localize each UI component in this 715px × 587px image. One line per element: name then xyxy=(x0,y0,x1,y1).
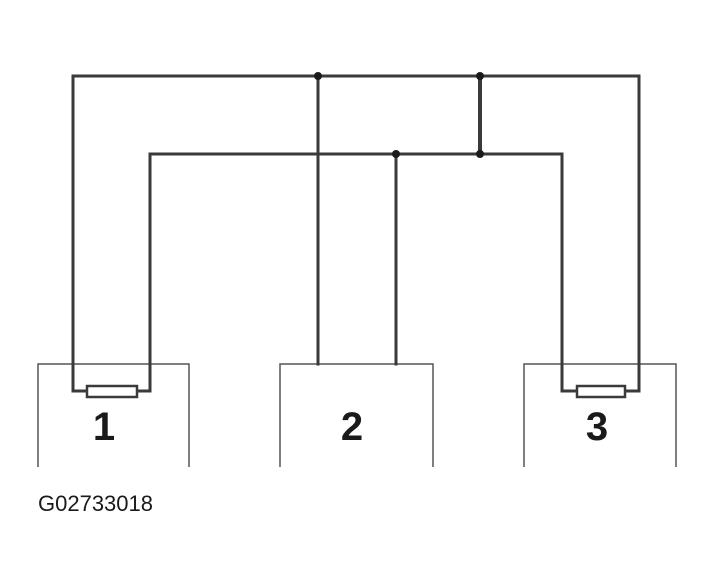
junction-dot-icon xyxy=(392,150,400,158)
inner-circuit-wire xyxy=(135,152,579,393)
component-box-2-outline xyxy=(279,363,434,467)
component-label-1: 1 xyxy=(93,405,115,449)
outer-circuit-wire xyxy=(71,74,641,393)
junction-dot-icon xyxy=(476,150,484,158)
component-box-1-outline xyxy=(37,363,190,467)
component-label-2: 2 xyxy=(341,405,363,449)
component-box-2: 2 xyxy=(279,363,434,467)
component-label-3: 3 xyxy=(586,405,608,449)
component-box-3-outline xyxy=(523,363,677,467)
resistor-1-icon xyxy=(85,384,139,399)
component-box-3: 3 xyxy=(523,363,677,467)
resistor-3-icon xyxy=(575,384,627,399)
component-box-1: 1 xyxy=(37,363,190,467)
junction-dot-icon xyxy=(314,72,322,80)
junction-dot-icon xyxy=(476,72,484,80)
figure-id: G02733018 xyxy=(38,491,153,516)
